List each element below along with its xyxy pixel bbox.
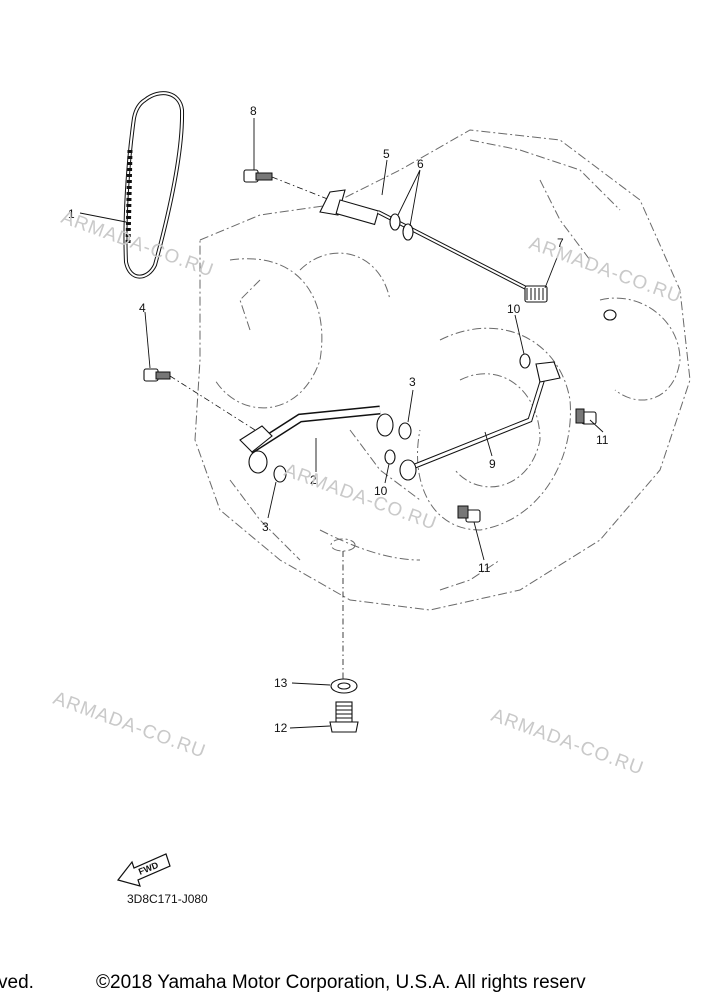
- shaft-5: [319, 189, 531, 292]
- gear-7: [524, 285, 617, 321]
- drain-plug-12: [329, 701, 359, 733]
- callout-11: 11: [596, 433, 609, 447]
- callout-13: 13: [274, 676, 288, 690]
- watermark: ARMADA-CO.RU: [50, 688, 208, 763]
- callout-3: 3: [409, 375, 416, 389]
- callout-8: 8: [250, 104, 257, 118]
- callout-1: 1: [68, 207, 75, 221]
- callout-labels: 1 2 3 3 4 5 6 7 8 9 10 10 11 11 12 13: [68, 104, 609, 735]
- copyright-footer: ved. ©2018 Yamaha Motor Corporation, U.S…: [0, 968, 703, 1000]
- bolts-11: [457, 408, 597, 523]
- bolt-4: [143, 368, 171, 382]
- footer-left-fragment: ved.: [0, 972, 34, 993]
- watermark: ARMADA-CO.RU: [58, 207, 216, 282]
- cam-chain: [123, 91, 185, 279]
- callout-10: 10: [507, 302, 521, 316]
- fwd-arrow-icon: FWD: [116, 853, 171, 887]
- callout-11: 11: [478, 561, 491, 575]
- leader-lines: [79, 118, 604, 729]
- bolt-8: [243, 169, 273, 183]
- o-rings-6: [389, 213, 414, 241]
- watermark: ARMADA-CO.RU: [526, 233, 684, 308]
- callout-9: 9: [489, 457, 496, 471]
- oil-pipe-2: [239, 405, 394, 474]
- callout-2: 2: [310, 473, 317, 487]
- diagram-code: 3D8C171-J080: [127, 892, 208, 906]
- callout-6: 6: [417, 157, 424, 171]
- o-rings-3: [273, 422, 412, 483]
- callout-10: 10: [374, 484, 388, 498]
- callout-5: 5: [383, 147, 390, 161]
- callout-12: 12: [274, 721, 288, 735]
- callout-3: 3: [262, 520, 269, 534]
- callout-7: 7: [557, 236, 564, 250]
- o-rings-10: [384, 353, 531, 465]
- gasket-13: [330, 678, 358, 694]
- crankcase-outline: [194, 129, 691, 611]
- oil-pipe-9: [399, 361, 561, 481]
- watermark: ARMADA-CO.RU: [488, 705, 646, 780]
- footer-copyright: ©2018 Yamaha Motor Corporation, U.S.A. A…: [96, 972, 586, 993]
- watermarks: ARMADA-CO.RU ARMADA-CO.RU ARMADA-CO.RU A…: [50, 207, 684, 780]
- callout-4: 4: [139, 301, 146, 315]
